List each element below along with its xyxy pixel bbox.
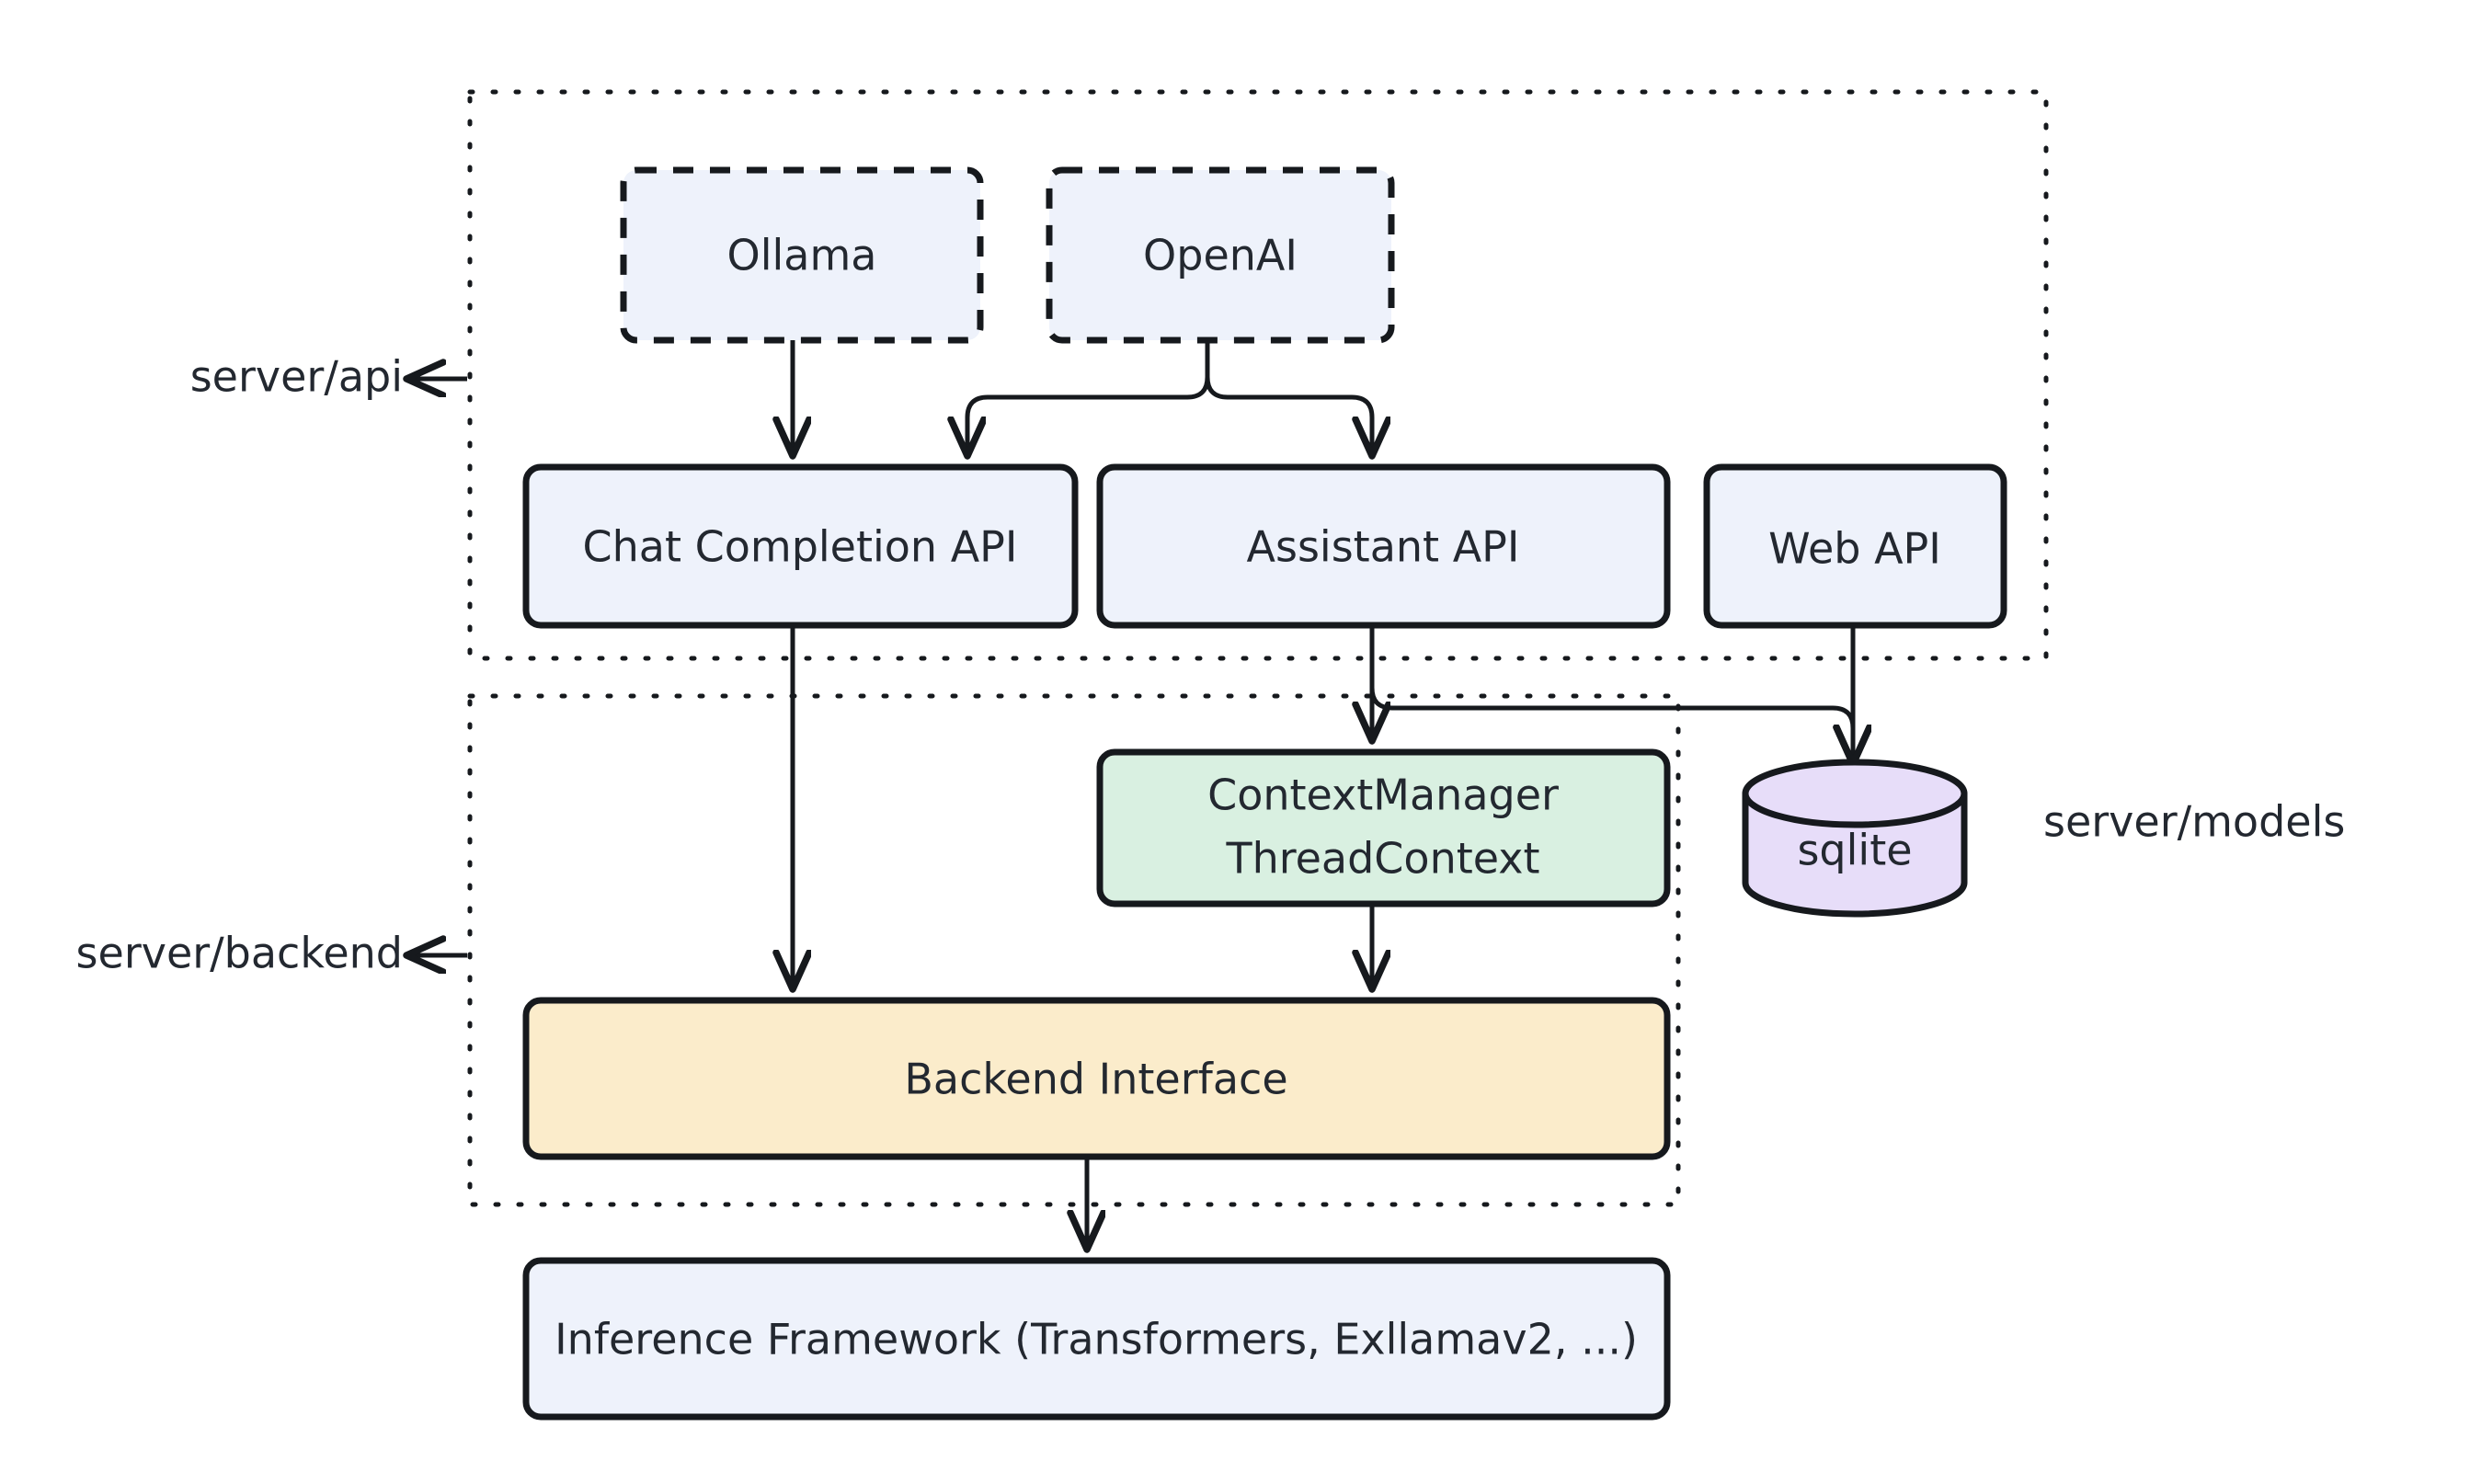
node-sqlite-label: sqlite [1797, 826, 1912, 875]
group-label-server-api: server/api [190, 352, 403, 402]
group-server-backend [467, 693, 1681, 1207]
node-openai-box[interactable] [1046, 166, 1395, 344]
node-ollama-box[interactable] [620, 166, 984, 344]
node-context-manager[interactable]: ContextManager ThreadContext [1096, 748, 1671, 908]
node-context-manager-box[interactable] [1096, 748, 1671, 908]
node-inference-framework-label: Inference Framework (Transformers, Exlla… [555, 1315, 1638, 1364]
group-label-server-models: server/models [2043, 797, 2345, 847]
node-sqlite[interactable]: sqlite [1742, 759, 1968, 918]
edge-openai-fork [967, 340, 1372, 455]
node-assistant-api-label: Assistant API [1247, 522, 1520, 572]
group-label-server-backend: server/backend [76, 929, 403, 978]
edge-arrow-icon [1369, 625, 1853, 763]
server-backend-label-group: server/backend [76, 929, 467, 978]
node-ollama-label: Ollama [727, 231, 877, 280]
server-backend-boundary [467, 693, 1681, 1207]
node-chat-completion-api[interactable]: Chat Completion API [522, 463, 1079, 629]
edge-arrow-icon-to-assistant-api [1205, 340, 1372, 455]
edge-assistant-api-to-sqlite [1369, 625, 1853, 763]
node-assistant-api-box[interactable] [1096, 463, 1671, 629]
node-ollama[interactable]: Ollama [620, 166, 984, 344]
node-openai[interactable]: OpenAI [1046, 166, 1395, 344]
server-api-label-group: server/api [190, 352, 467, 402]
node-chat-completion-api-box[interactable] [522, 463, 1079, 629]
node-context-manager-label-line1: ContextManager [1207, 771, 1559, 820]
node-backend-interface-label: Backend Interface [904, 1055, 1287, 1104]
server-api-boundary [467, 89, 2049, 661]
node-chat-completion-api-label: Chat Completion API [583, 522, 1018, 572]
node-backend-interface-box[interactable] [522, 997, 1671, 1160]
node-backend-interface[interactable]: Backend Interface [522, 997, 1671, 1160]
node-inference-framework-box[interactable] [522, 1257, 1671, 1421]
node-openai-label: OpenAI [1143, 231, 1298, 280]
node-sqlite-top-ellipse [1742, 759, 1968, 828]
edge-arrow-icon-to-chat-completion [967, 340, 1210, 455]
node-web-api-box[interactable] [1703, 463, 2007, 629]
node-assistant-api[interactable]: Assistant API [1096, 463, 1671, 629]
group-server-api [467, 89, 2049, 661]
node-context-manager-label-line2: ThreadContext [1225, 834, 1539, 884]
node-web-api[interactable]: Web API [1703, 463, 2007, 629]
node-inference-framework[interactable]: Inference Framework (Transformers, Exlla… [522, 1257, 1671, 1421]
server-models-label-group: server/models [2043, 797, 2345, 847]
node-web-api-label: Web API [1768, 524, 1941, 574]
